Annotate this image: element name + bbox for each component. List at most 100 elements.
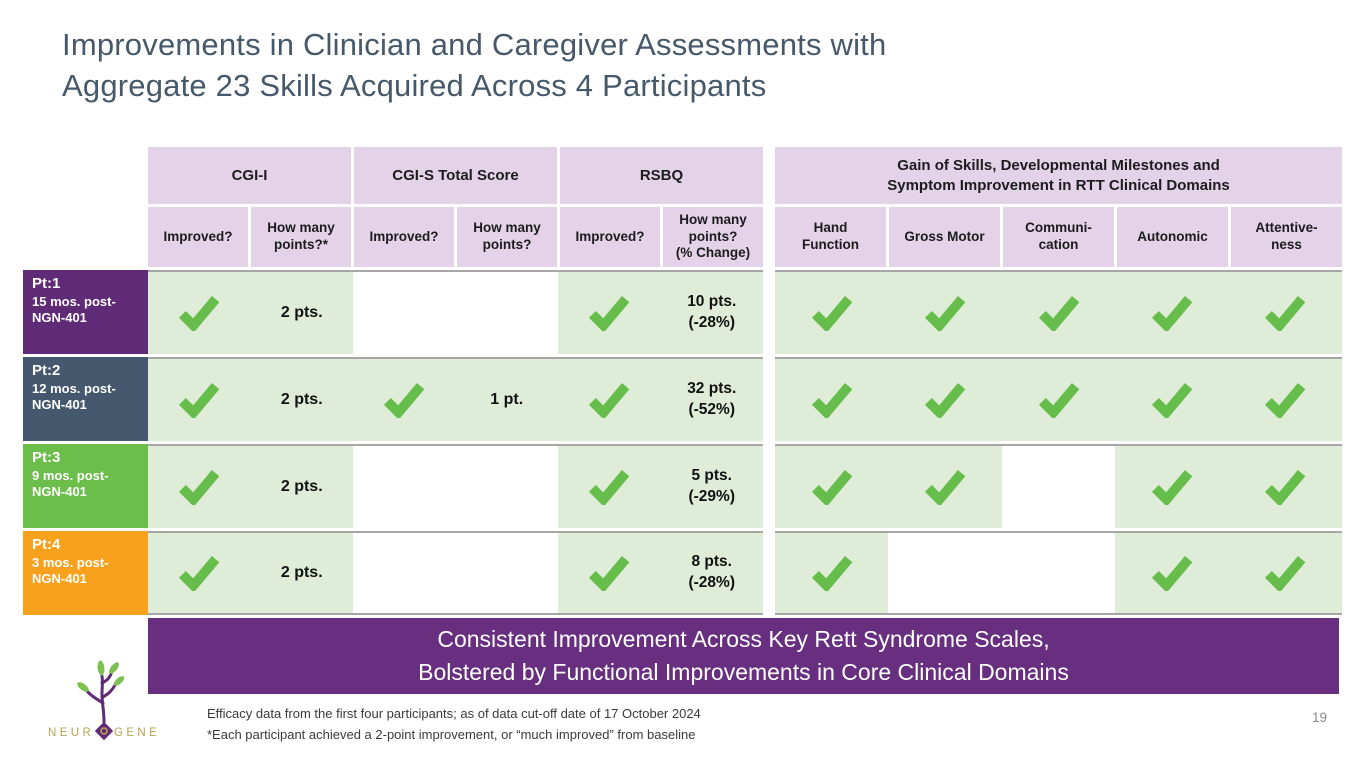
checkmark-icon (925, 470, 966, 505)
pt3-gross-motor-cell (888, 446, 1001, 528)
neurogene-logo: NEUR GENE (46, 656, 172, 749)
logo-text-left: NEUR (48, 727, 94, 739)
pt2-row-header: Pt:2 12 mos. post-NGN-401 (23, 357, 148, 441)
hand-function-header: Hand Function (775, 207, 886, 267)
pt4-scales-band: 2 pts. 8 pts. (-28%) (148, 531, 763, 615)
pt2-hand-function-cell (775, 359, 888, 441)
pt4-cgi-i-cell: 2 pts. (148, 533, 353, 613)
table-group-header-row: CGI-I CGI-S Total Score RSBQ Gain of Ski… (148, 147, 1342, 204)
rsbq-points-header: How many points? (% Change) (663, 207, 763, 267)
pt4-rsbq-change: (-28%) (688, 574, 735, 591)
checkmark-icon (589, 296, 630, 331)
checkmark-icon (1265, 556, 1306, 591)
checkmark-icon (811, 296, 853, 331)
table-row: Pt:1 15 mos. post-NGN-401 2 pts. 10 pts.… (23, 270, 1342, 354)
pt3-timing: 9 mos. post-NGN-401 (32, 467, 109, 500)
pt4-rsbq-points: 8 pts. (691, 553, 732, 571)
pt4-gross-motor-cell (888, 533, 1002, 613)
pt2-rsbq-change: (-52%) (688, 401, 735, 418)
pt4-label: Pt:4 (32, 536, 61, 553)
pt3-cgi-i-cell: 2 pts. (148, 446, 353, 528)
pt4-cgi-s-cell (353, 533, 558, 613)
checkmark-icon (1265, 470, 1306, 505)
pt1-row-header: Pt:1 15 mos. post-NGN-401 (23, 270, 148, 354)
pt2-cgi-s-points: 1 pt. (490, 391, 524, 408)
pt3-scales-band: 2 pts. 5 pts.(-29%) (148, 444, 763, 528)
pt3-attentiveness-cell (1229, 446, 1342, 528)
pt3-rsbq-change: (-29%) (688, 488, 735, 505)
pt1-rsbq-change: (-28%) (688, 314, 735, 331)
rsbq-improved-header: Improved? (560, 207, 660, 267)
checkmark-icon (589, 470, 630, 505)
pt2-scales-band: 2 pts. 1 pt. 32 pts.(-52%) (148, 357, 763, 441)
pt2-rsbq-cell: 32 pts.(-52%) (558, 359, 763, 441)
pt4-timing: 3 mos. post-NGN-401 (32, 554, 109, 587)
cgi-s-group-header: CGI-S Total Score (354, 147, 557, 204)
checkmark-icon (811, 383, 853, 418)
pt3-domains-band (775, 444, 1342, 528)
cgi-s-improved-header: Improved? (354, 207, 454, 267)
cgi-i-improved-header: Improved? (148, 207, 248, 267)
pt1-scales-band: 2 pts. 10 pts.(-28%) (148, 270, 763, 354)
table-row: Pt:3 9 mos. post-NGN-401 2 pts. 5 pts.(-… (23, 444, 1342, 528)
pt2-gross-motor-cell (888, 359, 1001, 441)
pt2-attentiveness-cell (1229, 359, 1342, 441)
pt3-cgi-i-points: 2 pts. (280, 478, 323, 495)
pt4-domains-band (775, 531, 1342, 615)
pt4-rsbq-cell: 8 pts. (-28%) (558, 533, 763, 613)
table-row: Pt:2 12 mos. post-NGN-401 2 pts. 1 pt. 3… (23, 357, 1342, 441)
cgi-i-group-header: CGI-I (148, 147, 351, 204)
pt2-cgi-i-points: 2 pts. (280, 391, 323, 408)
neurogene-tree-icon: NEUR GENE (48, 660, 160, 741)
checkmark-icon (179, 296, 220, 331)
pt1-gross-motor-cell (888, 272, 1001, 354)
pt1-attentiveness-cell (1229, 272, 1342, 354)
pt4-hand-function-cell (775, 533, 888, 613)
pt2-timing: 12 mos. post-NGN-401 (32, 380, 116, 413)
pt1-hand-function-cell (775, 272, 888, 354)
pt1-autonomic-cell (1115, 272, 1228, 354)
rsbq-group-header: RSBQ (560, 147, 763, 204)
pt1-rsbq-points: 10 pts. (687, 293, 737, 311)
pt3-row-header: Pt:3 9 mos. post-NGN-401 (23, 444, 148, 528)
checkmark-icon (179, 556, 220, 591)
pt1-cgi-s-cell (353, 272, 558, 354)
pt2-autonomic-cell (1115, 359, 1228, 441)
checkmark-icon (925, 383, 966, 418)
domains-group-header: Gain of Skills, Developmental Milestones… (775, 147, 1342, 204)
pt2-domains-band (775, 357, 1342, 441)
checkmark-icon (1151, 296, 1193, 331)
checkmark-icon (384, 383, 425, 418)
communication-header: Communi- cation (1003, 207, 1114, 267)
cgi-s-points-header: How many points? (457, 207, 557, 267)
checkmark-icon (1151, 556, 1193, 591)
pt1-domains-band (775, 270, 1342, 354)
table-sub-header-row: Improved? How many points?* Improved? Ho… (148, 207, 1342, 267)
pt3-communication-cell (1001, 446, 1116, 528)
pt2-label: Pt:2 (32, 362, 61, 379)
checkmark-icon (1038, 296, 1079, 331)
footnote-line-1: Efficacy data from the first four partic… (207, 706, 701, 721)
footnote-line-2: *Each participant achieved a 2-point imp… (207, 726, 696, 742)
checkmark-icon (179, 470, 220, 505)
checkmark-icon (811, 470, 853, 505)
checkmark-icon (1151, 470, 1193, 505)
checkmark-icon (589, 383, 630, 418)
pt3-rsbq-cell: 5 pts.(-29%) (558, 446, 763, 528)
logo-text-right: GENE (114, 727, 160, 739)
pt3-hand-function-cell (775, 446, 888, 528)
pt1-rsbq-cell: 10 pts. (-28%) (558, 272, 763, 354)
summary-banner: Consistent Improvement Across Key Rett S… (148, 618, 1339, 694)
pt2-communication-cell (1002, 359, 1115, 441)
pt4-row-header: Pt:4 3 mos. post-NGN-401 (23, 531, 148, 615)
checkmark-icon (811, 556, 853, 591)
pt1-timing: 15 mos. post-NGN-401 (32, 293, 116, 326)
checkmark-icon (1265, 296, 1306, 331)
page-number: 19 (1312, 710, 1328, 725)
slide-title: Improvements in Clinician and Caregiver … (62, 27, 887, 104)
cgi-i-points-header: How many points?* (251, 207, 351, 267)
pt1-communication-cell (1002, 272, 1115, 354)
pt1-label: Pt:1 (32, 275, 61, 292)
pt4-autonomic-cell (1115, 533, 1228, 613)
